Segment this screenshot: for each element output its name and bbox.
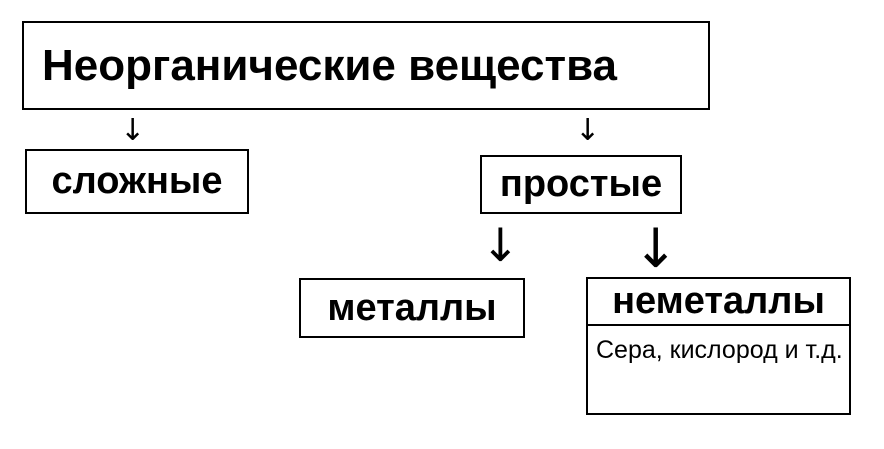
node-metals-label: металлы bbox=[327, 286, 497, 329]
node-nonmetals-label: неметаллы bbox=[588, 279, 849, 326]
node-simple-substances: простые bbox=[480, 155, 682, 214]
arrow-down-icon: ↓ bbox=[575, 113, 601, 148]
node-complex-label: сложные bbox=[51, 160, 223, 202]
arrow-down-icon: ↓ bbox=[633, 217, 679, 280]
root-node-label: Неорганические вещества bbox=[42, 40, 618, 90]
node-complex-substances: сложные bbox=[25, 149, 249, 214]
node-nonmetals-examples: Сера, кислород и т.д. bbox=[596, 336, 843, 364]
node-simple-label: простые bbox=[499, 163, 663, 205]
arrow-down-icon: ↓ bbox=[120, 113, 146, 148]
root-node-inorganic-substances: Неорганические вещества bbox=[22, 21, 710, 110]
node-nonmetals: неметаллы Сера, кислород и т.д. bbox=[586, 277, 851, 415]
node-metals: металлы bbox=[299, 278, 525, 338]
arrow-down-icon: ↓ bbox=[481, 218, 520, 272]
